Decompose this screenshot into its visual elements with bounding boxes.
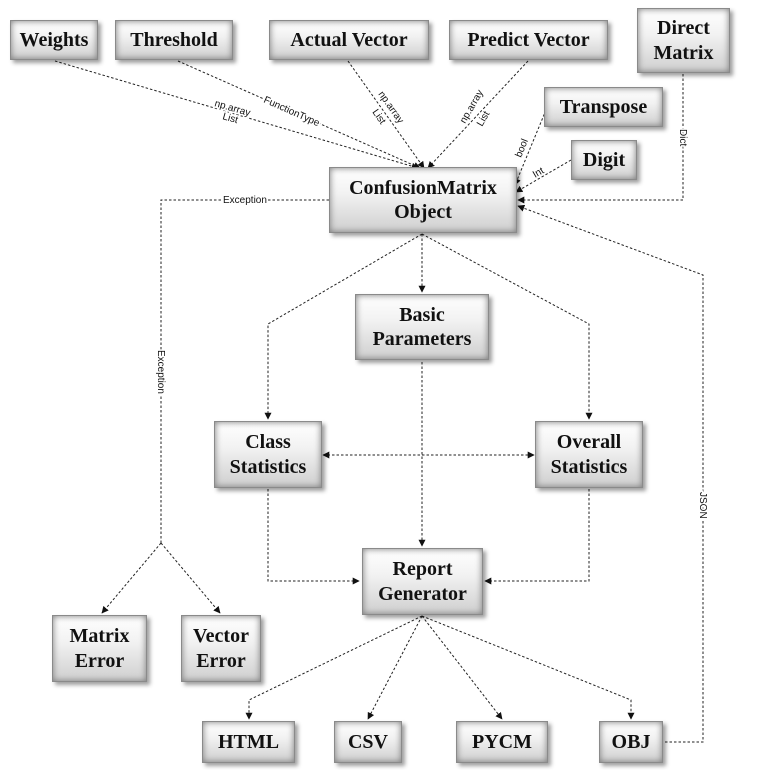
label-json: JSON <box>697 492 708 519</box>
weights-node: Weights <box>10 20 98 60</box>
csv-node: CSV <box>334 721 402 763</box>
edge-obj-to-cm <box>517 204 704 743</box>
edge-report-to-pycm <box>421 615 503 720</box>
digit-node: Digit <box>571 140 637 180</box>
threshold-node: Threshold <box>115 20 233 60</box>
label-actual-list: List <box>370 107 388 126</box>
edge-cm-to-class <box>264 233 423 420</box>
edge-report-to-html <box>245 615 423 720</box>
edge-predict-to-cm <box>427 60 529 169</box>
label-threshold-functiontype: FunctionType <box>262 95 322 130</box>
transpose-node: Transpose <box>544 87 663 127</box>
edge-weights-to-cm <box>54 60 419 170</box>
direct-matrix-node: Direct Matrix <box>637 8 730 73</box>
edge-cm-exception <box>160 199 329 543</box>
edge-exception-to-vector-error <box>160 542 221 614</box>
label-digit-int: Int <box>531 165 546 180</box>
label-transpose-bool: bool <box>514 137 531 159</box>
edge-cm-to-overall <box>421 233 593 420</box>
overall-statistics-node: Overall Statistics <box>535 421 643 488</box>
obj-node: OBJ <box>599 721 663 763</box>
basic-parameters-node: Basic Parameters <box>355 294 489 360</box>
report-generator-node: Report Generator <box>362 548 483 615</box>
edge-threshold-to-cm <box>177 60 421 169</box>
html-node: HTML <box>202 721 295 763</box>
label-exception-top: Exception <box>223 195 267 206</box>
label-exception-side: Exception <box>155 350 166 394</box>
edge-actual-to-cm <box>347 60 425 169</box>
matrix-error-node: Matrix Error <box>52 615 147 682</box>
confusion-matrix-node: ConfusionMatrix Object <box>329 167 517 233</box>
edge-report-to-csv <box>367 615 423 720</box>
edge-exception-to-matrix-error <box>101 542 162 614</box>
label-direct-dict: Dict <box>677 129 688 146</box>
edge-report-to-obj <box>421 615 635 720</box>
class-statistics-node: Class Statistics <box>214 421 322 488</box>
actual-vector-node: Actual Vector <box>269 20 429 60</box>
edge-digit-to-cm <box>515 159 572 193</box>
edge-direct-to-cm <box>517 74 684 204</box>
edge-transpose-to-cm <box>514 109 547 186</box>
vector-error-node: Vector Error <box>181 615 261 682</box>
edge-class-to-report <box>267 489 360 585</box>
edge-overall-to-report <box>484 489 590 585</box>
predict-vector-node: Predict Vector <box>449 20 608 60</box>
label-predict-list: List <box>475 109 492 128</box>
pycm-node: PYCM <box>456 721 548 763</box>
